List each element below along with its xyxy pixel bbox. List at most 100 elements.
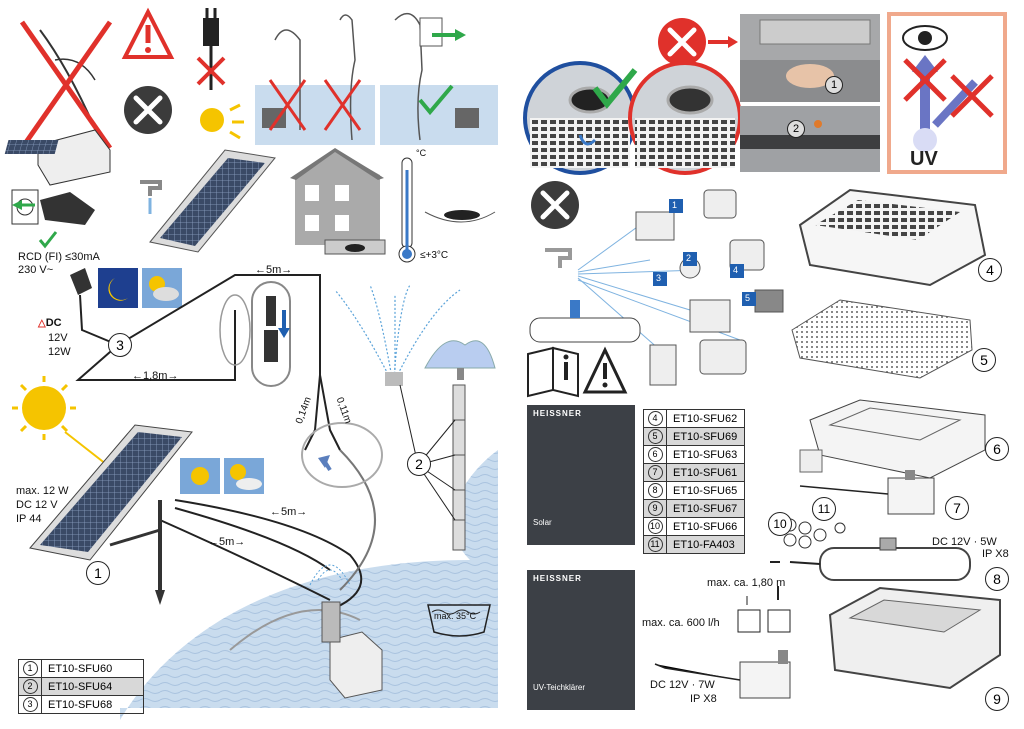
moon-night-icon xyxy=(98,268,138,308)
panel-spec-voltage: DC 12 V xyxy=(16,499,58,511)
flow-arrows xyxy=(737,586,791,633)
read-manual-icon xyxy=(527,346,579,398)
water-tap-icon xyxy=(140,180,162,214)
bell-fountain-nozzle xyxy=(424,340,496,380)
callout-11: 11 xyxy=(812,497,836,521)
sun-icon xyxy=(12,376,121,476)
callout-8: 8 xyxy=(985,567,1009,591)
uv-clarifier-part xyxy=(770,537,971,581)
part-code: ET10-FA403 xyxy=(666,535,745,554)
max-water-temp-label: max. 35°C xyxy=(434,611,477,621)
manual-brand: HEISSNER xyxy=(533,574,582,583)
dc-warning-icon: △ xyxy=(38,318,46,329)
filter-grid-part xyxy=(799,399,986,479)
part-code: ET10-SFU67 xyxy=(666,499,745,518)
callout-5: 5 xyxy=(972,348,996,372)
pump-spec-label: DC 12V · 7W xyxy=(650,679,715,691)
callout-9: 9 xyxy=(985,687,1009,711)
max-flow-label: max. ca. 600 l/h xyxy=(642,617,720,629)
fountain-pump-part xyxy=(654,650,791,699)
callout-7: 7 xyxy=(945,496,969,520)
pump-ip-label: IP X8 xyxy=(690,693,717,705)
partly-cloudy-icon xyxy=(224,458,264,494)
callout-10: 10 xyxy=(768,512,792,536)
callout-1-left: 1 xyxy=(86,561,110,585)
callout-2-left: 2 xyxy=(407,452,431,476)
part-number: 2 xyxy=(22,679,38,694)
filter-sponge-part xyxy=(791,299,973,379)
part-number: 10 xyxy=(647,519,663,534)
cable-length-1-8m: ←1,8m→ xyxy=(132,370,179,382)
fountain-nozzle xyxy=(385,372,403,386)
no-tools-badge-icon xyxy=(658,18,738,66)
max-height-label: max. ca. 1,80 m xyxy=(707,577,786,589)
part-number: 9 xyxy=(647,501,663,516)
part-badge-4: 4 xyxy=(733,265,739,275)
part-number: 5 xyxy=(647,429,663,444)
solar-manual-cover: HEISSNER Solar xyxy=(527,405,635,545)
tap-rinse-icon xyxy=(545,248,572,268)
rcd-label: RCD (FI) ≤30mA xyxy=(18,251,100,263)
dc-power-label: 12W xyxy=(48,346,71,358)
extension-tubes xyxy=(399,384,466,551)
part-number: 7 xyxy=(647,465,663,480)
panel-spec-power: max. 12 W xyxy=(16,485,69,497)
part-number: 3 xyxy=(22,697,38,712)
part-code: ET10-SFU69 xyxy=(666,427,745,446)
wrong-detail-circle xyxy=(628,61,742,175)
unplug-power-icon xyxy=(196,8,244,140)
correct-unplug-panel xyxy=(380,12,498,145)
connector-highlight-ring xyxy=(219,294,251,366)
dc-label: △DC xyxy=(38,317,62,329)
part-code: ET10-SFU60 xyxy=(41,659,144,678)
uv-warning-box xyxy=(887,12,1007,174)
mini-pump-part xyxy=(799,470,935,515)
container-basket-part xyxy=(828,586,1001,690)
callout-6: 6 xyxy=(985,437,1009,461)
temp-unit-label: °C xyxy=(416,148,427,158)
uv-label: UV xyxy=(910,148,938,170)
connector-detail xyxy=(251,281,291,387)
caution-triangle-icon xyxy=(582,346,628,394)
part-number: 6 xyxy=(647,447,663,462)
no-touch-water-panel xyxy=(255,14,375,145)
part-number: 4 xyxy=(647,411,663,426)
power-adapter xyxy=(70,268,119,346)
filter-pump-box xyxy=(4,129,111,186)
part-number: 8 xyxy=(647,483,663,498)
callout-4: 4 xyxy=(978,258,1002,282)
warning-triangle-icon xyxy=(121,7,175,59)
callout-3-left: 3 xyxy=(108,333,132,357)
panel-spec-ip: IP 44 xyxy=(16,513,42,525)
splitter-detail xyxy=(301,422,383,488)
part-code: ET10-SFU64 xyxy=(41,677,144,696)
pond-water xyxy=(120,450,498,720)
uv-clarifier-spec: DC 12V · 5W xyxy=(932,536,997,548)
part-code: ET10-SFU68 xyxy=(41,695,144,714)
uv-manual-cover: HEISSNER UV-Teichklärer xyxy=(527,570,635,710)
solar-panel-main xyxy=(29,424,193,605)
house-frost-illustration xyxy=(290,148,496,263)
page-gutter xyxy=(505,0,519,729)
cloudy-weather-icon xyxy=(142,268,182,308)
part-number-badges xyxy=(653,199,756,306)
part-badge-2: 2 xyxy=(686,253,692,263)
sunny-icon xyxy=(180,458,220,494)
close-lid-step-photo xyxy=(740,106,880,172)
part-code: ET10-SFU61 xyxy=(666,463,745,482)
part-number: 11 xyxy=(647,537,663,552)
manual-title: UV-Teichklärer xyxy=(533,683,586,692)
correct-detail-circle xyxy=(523,61,638,175)
manual-brand: HEISSNER xyxy=(533,409,582,418)
